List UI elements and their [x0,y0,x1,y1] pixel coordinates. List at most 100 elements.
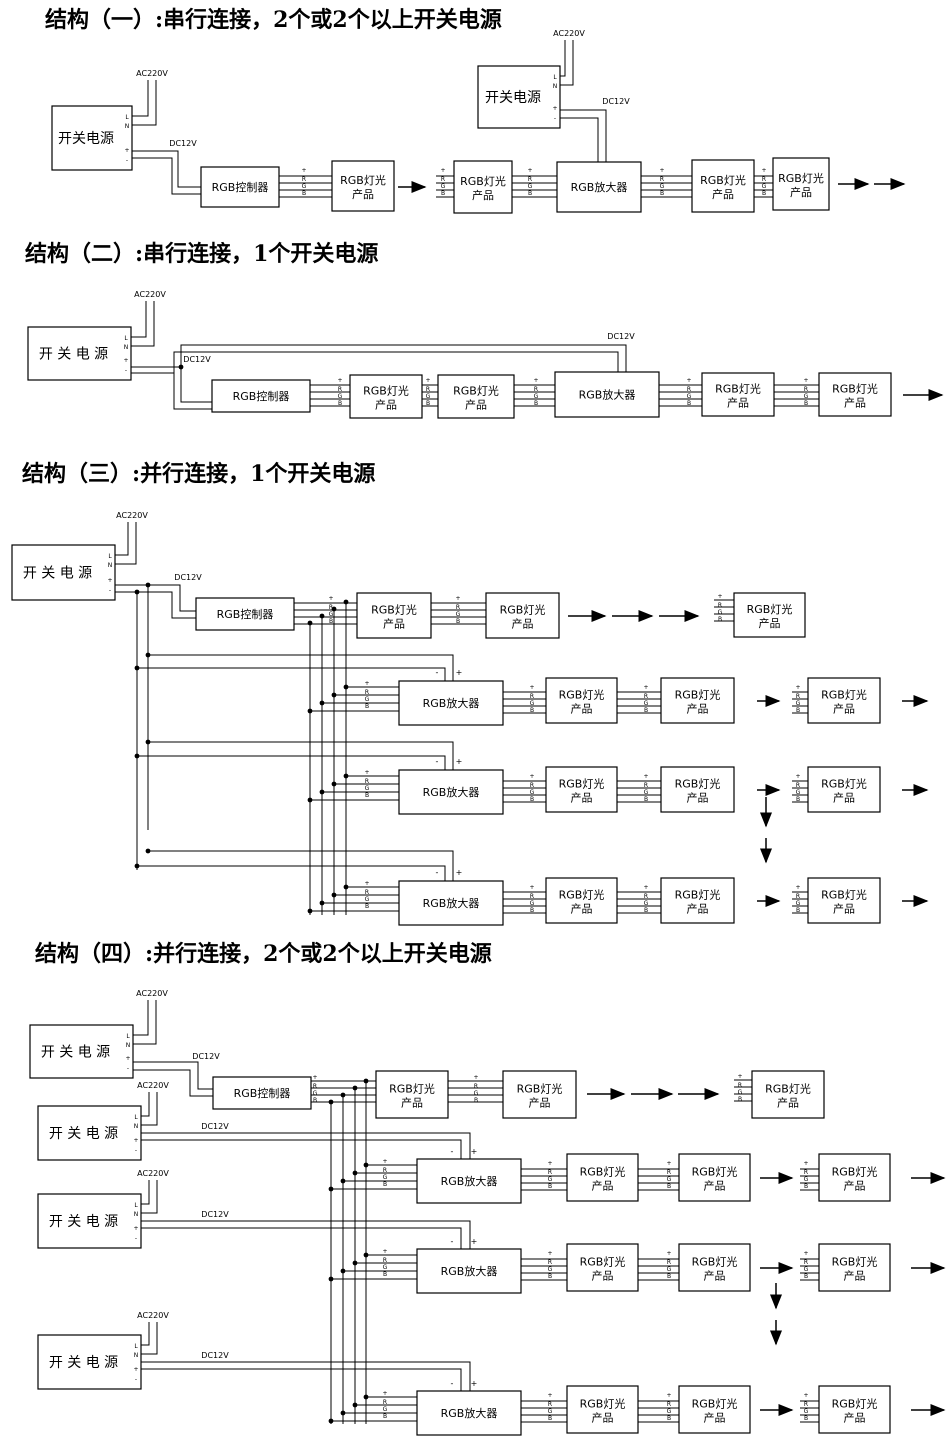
product-label-line1: RGB灯光 [340,173,386,187]
power-supply [29,1024,134,1079]
terminal-G: G [644,700,649,707]
terminal-plus: + [666,1160,671,1167]
terminal-B: B [456,618,460,625]
terminal-plus: + [795,773,800,780]
terminal-R: R [660,176,664,183]
terminal-G: G [383,1264,388,1271]
dc-minus-wire [115,591,196,619]
terminal-B: B [667,1183,671,1190]
terminal-plus: + [312,1074,317,1081]
product-label-line1: RGB灯光 [778,171,824,185]
power-supply [477,65,561,129]
terminal-G: G [762,183,767,190]
terminal-R: R [667,1401,671,1408]
product-label-line2: 产品 [571,702,593,716]
terminal-plus: + [456,868,463,877]
terminal-L: L [108,553,112,560]
product-label-line2: 产品 [592,1179,614,1193]
terminal-R: R [804,386,808,393]
dc-plus-wire [141,1361,471,1391]
rgb-light-product [566,1153,639,1202]
terminal-plus: + [471,1379,478,1388]
terminal-B: B [329,618,333,625]
terminal-plus: + [533,377,538,384]
product-label-line2: 产品 [375,398,397,412]
ac-wire-L [131,301,147,338]
terminal-R: R [474,1083,478,1090]
terminal-G: G [548,1408,553,1415]
ac-wire-L [132,80,149,117]
terminal-L: L [134,1343,138,1350]
terminal-R: R [548,1169,552,1176]
power-supply-label: 开 关 电 源 [49,1355,118,1371]
ac220v-label: AC220V [134,290,166,299]
ac-wire-N [560,40,574,86]
terminal-B: B [313,1097,317,1104]
terminal-N: N [553,83,558,90]
power-supply-label: 开 关 电 源 [49,1214,118,1230]
terminal-B: B [530,796,534,803]
dc-plus-wire [560,109,607,162]
rgb-light-product [453,160,513,214]
rgb-light-product [502,1070,577,1119]
rgb-light-product [701,372,775,417]
terminal-plus: + [529,773,534,780]
terminal-G: G [530,700,535,707]
terminal-B: B [548,1273,552,1280]
terminal-G: G [365,896,370,903]
terminal-plus: + [803,1392,808,1399]
product-label-line2: 产品 [571,791,593,805]
terminal-minus: - [127,1065,129,1072]
product-label-line2: 产品 [401,1096,423,1110]
terminal-G: G [804,1266,809,1273]
product-label-line1: RGB灯光 [500,603,546,617]
dc-plus-wire [115,584,196,612]
dc-minus-wire [137,865,446,881]
product-label-line2: 产品 [844,1179,866,1193]
terminal-B: B [796,707,800,714]
product-label-line1: RGB灯光 [832,1255,878,1269]
product-label-line2: 产品 [687,902,709,916]
terminal-R: R [796,893,800,900]
terminal-plus: + [529,884,534,891]
terminal-N: N [125,123,130,130]
power-supply [37,1105,142,1161]
terminal-minus: - [135,1147,137,1154]
product-label-line2: 产品 [512,617,534,631]
product-label-line1: RGB灯光 [389,1082,435,1096]
product-label-line1: RGB灯光 [692,1255,738,1269]
terminal-R: R [528,176,532,183]
terminal-plus: + [803,1250,808,1257]
terminal-R: R [313,1083,317,1090]
rgb-amplifier [398,880,504,926]
product-label-line2: 产品 [759,616,781,630]
rgb-amplifier [416,1390,522,1436]
terminal-G: G [338,393,343,400]
terminal-B: B [667,1273,671,1280]
rgb-light-product [751,1070,825,1119]
product-label-line1: RGB灯光 [832,1397,878,1411]
ac220v-label: AC220V [116,511,148,520]
dc-plus-wire [180,344,627,372]
ac220v-label: AC220V [136,989,168,998]
terminal-plus: + [364,880,369,887]
product-label-line1: RGB灯光 [715,382,761,396]
terminal-B: B [548,1183,552,1190]
terminal-R: R [302,176,306,183]
product-label-line1: RGB灯光 [700,173,746,187]
terminal-R: R [329,604,333,611]
terminal-G: G [718,609,723,616]
product-label-line1: RGB灯光 [821,888,867,902]
terminal-plus: + [717,593,722,600]
terminal-plus: + [643,773,648,780]
terminal-plus: + [124,147,129,154]
terminal-L: L [125,114,129,121]
product-label-line1: RGB灯光 [675,777,721,791]
terminal-R: R [530,782,534,789]
terminal-R: R [383,1257,387,1264]
terminal-minus: - [126,157,128,164]
terminal-G: G [644,789,649,796]
amplifier-label: RGB放大器 [423,896,480,910]
junction-dot [134,753,140,759]
ac220v-label: AC220V [137,1169,169,1178]
